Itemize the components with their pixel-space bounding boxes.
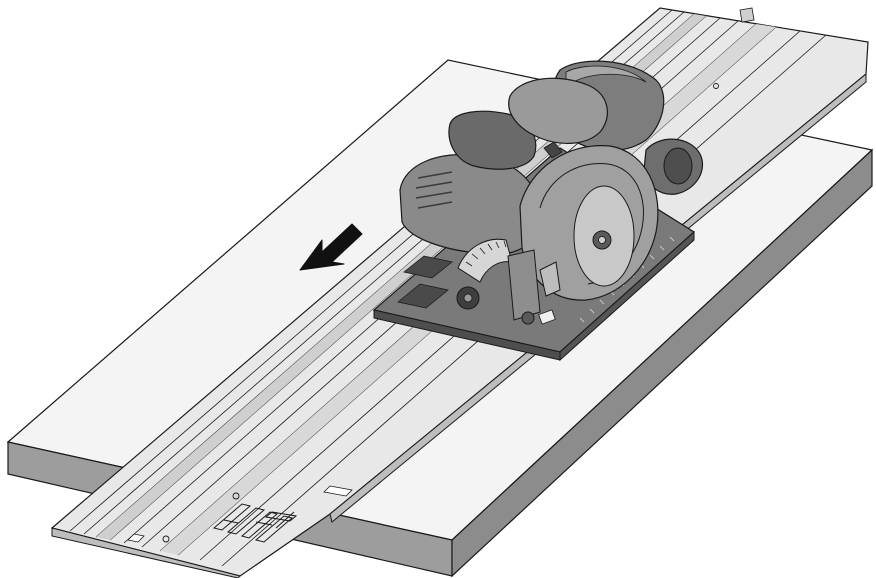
- circular-saw: [399, 60, 704, 325]
- saw-front-bracket: [507, 249, 541, 321]
- rail-hole-1: [232, 492, 240, 500]
- saw-bevel-scale-ticks: [465, 240, 507, 267]
- arrow-shape: [299, 223, 363, 271]
- rail-front-end: [51, 527, 241, 578]
- saw-front-handle: [448, 110, 537, 170]
- saw-cut-indicator: [538, 309, 556, 325]
- base-plate-edge-right: [559, 230, 695, 362]
- saw-guard-lever: [539, 261, 561, 297]
- saw-blade-arbor-bolt: [598, 236, 606, 244]
- saw-bevel-scale: [457, 238, 513, 283]
- saw-rear-handle: [508, 77, 608, 144]
- rail-side-notch: [323, 485, 353, 497]
- cut-direction-arrow-icon: [299, 223, 363, 271]
- saw-battery-top: [565, 65, 647, 87]
- rail-hole-3: [713, 83, 719, 89]
- rail-end-notch: [127, 533, 145, 543]
- saw-dust-port-opening: [663, 147, 693, 185]
- board-side-edge: [451, 148, 873, 578]
- saw-trigger: [543, 141, 563, 159]
- saw-front-bracket-screw: [521, 311, 535, 325]
- base-plate-slot: [397, 283, 449, 309]
- hilti-logo-emboss: [212, 503, 298, 543]
- saw-motor-vents: [415, 171, 453, 209]
- rail-far-tab: [739, 7, 755, 23]
- saw-bevel-knob-center: [463, 293, 473, 303]
- rail-hole-2: [162, 535, 170, 543]
- base-plate-slot-2: [403, 255, 453, 279]
